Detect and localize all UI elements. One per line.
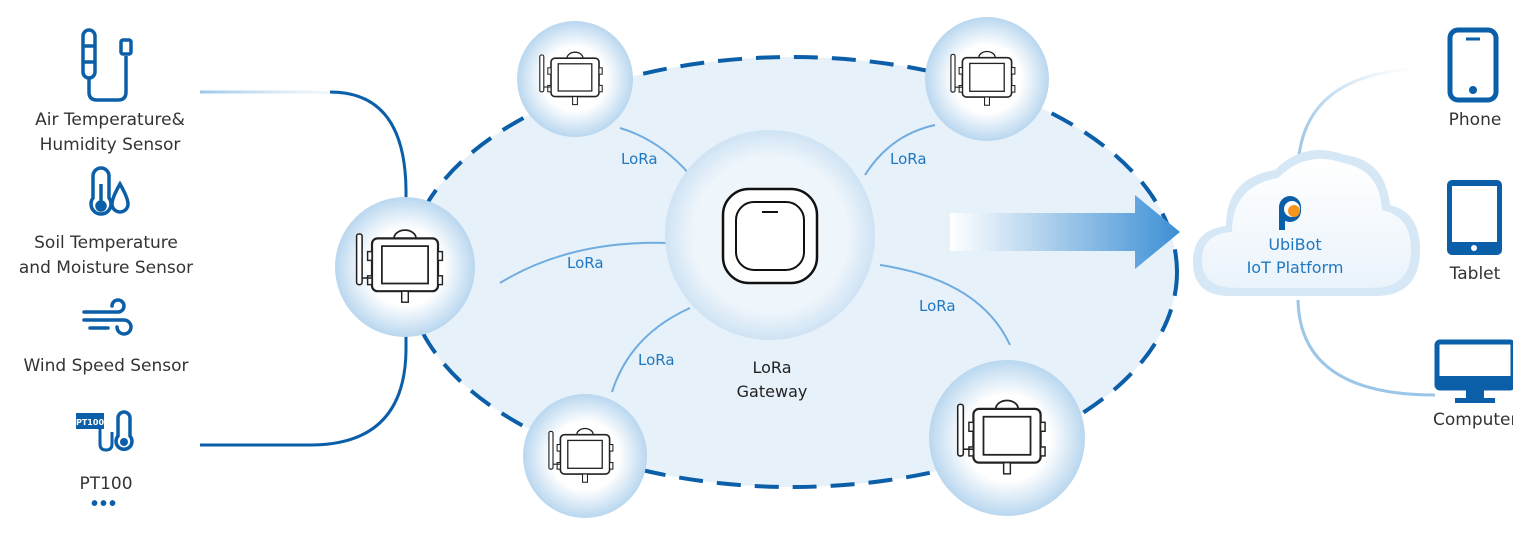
lora-gateway — [665, 130, 875, 340]
sensor-label-pt100-line1: PT100 — [79, 474, 133, 494]
gateway-label-line1: LoRa — [752, 358, 792, 377]
sensor-label-air: Air Temperature& Humidity Sensor — [20, 108, 200, 158]
phone-icon — [1447, 27, 1499, 103]
node-device-bottom-left — [523, 394, 647, 518]
cloud-label-line2: IoT Platform — [1246, 258, 1344, 277]
sensor-label-air-line2: Humidity Sensor — [39, 135, 181, 155]
node-device-left — [335, 197, 475, 337]
cloud-label: UbiBot IoT Platform — [1225, 233, 1365, 279]
sensor-label-pt100: PT100 — [16, 472, 196, 497]
computer-icon — [1434, 339, 1513, 403]
lora-link-bottom-left — [611, 307, 691, 393]
lora-label-top-right: LoRa — [890, 150, 927, 168]
sensor-label-wind: Wind Speed Sensor — [16, 354, 196, 379]
cloud-platform — [1193, 150, 1420, 296]
sensor-connector-main — [200, 190, 408, 447]
sensor-label-soil-line1: Soil Temperature — [34, 233, 178, 253]
lora-label-top-left: LoRa — [621, 150, 658, 168]
ubibot-logo-icon — [1279, 196, 1301, 230]
device-label-tablet: Tablet — [1449, 264, 1501, 284]
device-connector-bottom — [1296, 299, 1436, 397]
more-sensors-indicator: ••• — [91, 493, 119, 515]
node-device-top-left — [517, 21, 633, 137]
node-device-bottom-right — [929, 360, 1085, 516]
lora-link-right — [879, 264, 1011, 346]
sensor-label-soil: Soil Temperature and Moisture Sensor — [15, 231, 197, 281]
sensor-label-wind-line1: Wind Speed Sensor — [23, 356, 189, 376]
gateway-label: LoRa Gateway — [720, 356, 824, 404]
lora-link-top-left — [619, 127, 691, 176]
soil-thermometer-icon — [89, 166, 130, 216]
cloud-label-line1: UbiBot — [1268, 235, 1322, 254]
lora-label-bottom-left: LoRa — [638, 351, 675, 369]
data-flow-arrow — [950, 195, 1180, 269]
sensor-connector-fade — [329, 90, 408, 191]
sensor-label-air-line1: Air Temperature& — [35, 110, 185, 130]
thermo-probe-icon — [81, 28, 133, 102]
device-label-computer: Computer — [1433, 410, 1513, 430]
lora-label-right: LoRa — [919, 297, 956, 315]
lora-link-top-right — [864, 124, 936, 176]
lora-link-left — [499, 241, 669, 284]
pt100-icon: PT100 — [76, 410, 134, 452]
tablet-icon — [1447, 180, 1502, 255]
sensor-label-soil-line2: and Moisture Sensor — [18, 258, 194, 278]
node-device-top-right — [925, 17, 1049, 141]
device-label-phone: Phone — [1448, 110, 1502, 130]
device-connector-top — [1296, 66, 1436, 171]
gateway-label-line2: Gateway — [736, 382, 808, 401]
lora-label-left: LoRa — [567, 254, 604, 272]
wind-icon — [82, 298, 133, 336]
pt100-badge: PT100 — [76, 418, 104, 427]
